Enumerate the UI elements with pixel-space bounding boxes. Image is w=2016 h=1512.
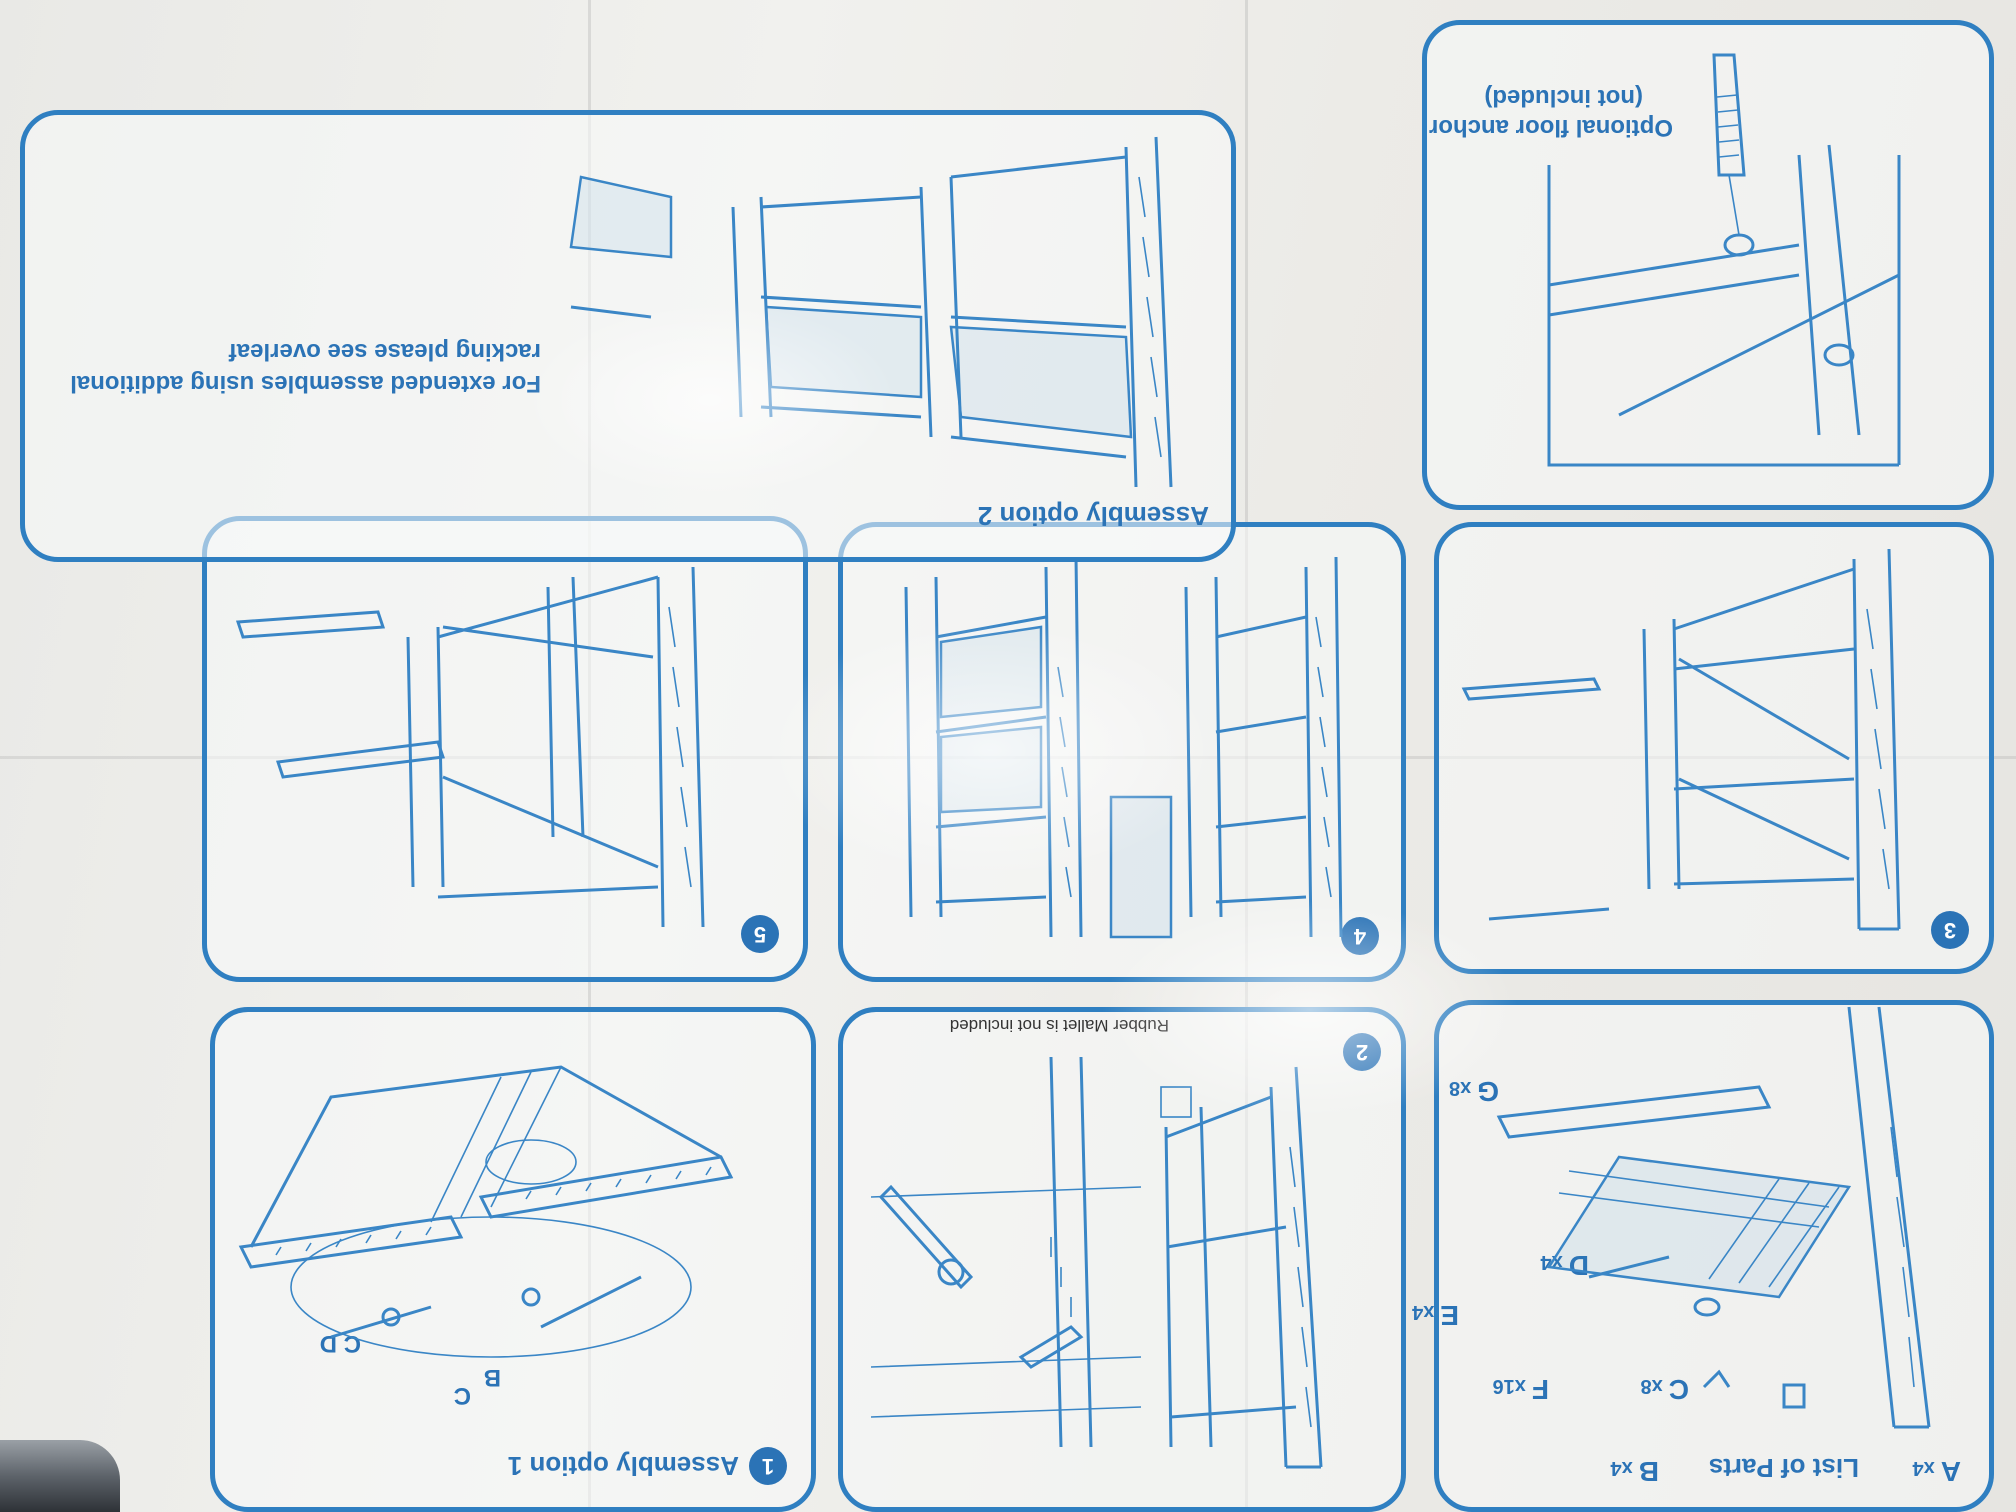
step-4-panel: 4 [838, 522, 1406, 982]
assembly-option-2-title: Assembly option 2 [977, 501, 1209, 531]
step-3-panel: 3 [1434, 522, 1994, 974]
part-qty: x4 [1412, 1301, 1435, 1323]
step-3-illustration [1461, 548, 1901, 931]
step-5-badge: 5 [741, 915, 779, 953]
assembly-option-2-panel: Assembly option 2 For extended assembles… [20, 110, 1236, 562]
assembly-option-2-note-2: racking please see overleaf [228, 338, 541, 365]
floor-anchor-illustration [1547, 53, 1901, 467]
step-3-badge: 3 [1931, 911, 1969, 949]
step-4-illustration [904, 556, 1343, 939]
step-2-illustration [870, 1056, 1323, 1469]
floor-anchor-panel: Optional floor anchor (not included) [1422, 20, 1994, 510]
assembly-option-1-panel: 1 Assembly option 1 B C C D [210, 1007, 816, 1512]
parts-panel: List of Parts A x4 B x4 C x8 F x16 D x4 … [1412, 1000, 1994, 1512]
step-5-illustration [235, 566, 705, 928]
step-5-panel: 5 [202, 516, 808, 982]
assembly-2-illustration [569, 136, 1173, 488]
pen-object [0, 1440, 120, 1512]
step-2-note: Rubber Mallet is not included [949, 1016, 1169, 1035]
assembly-option-2-note-1: For extended assembles using additional [70, 370, 541, 397]
step-2-panel: 2 Rubber Mallet is not included [838, 1007, 1406, 1512]
assembly-1-illustration [238, 1065, 734, 1358]
parts-illustration [1496, 1006, 1931, 1429]
